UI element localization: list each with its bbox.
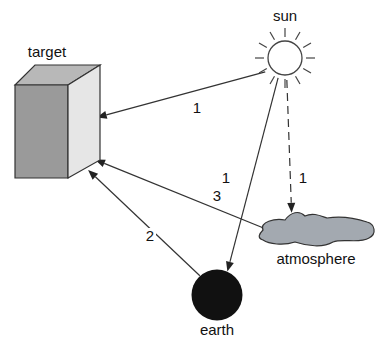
sun-node: sun bbox=[262, 35, 308, 81]
atmosphere-cloud bbox=[255, 208, 377, 248]
path-number: 2 bbox=[144, 228, 156, 244]
sun-ray bbox=[303, 69, 311, 74]
connector-line bbox=[287, 80, 291, 203]
arrow-head bbox=[226, 261, 234, 272]
arrow-head bbox=[88, 170, 98, 180]
target-node: target bbox=[15, 65, 101, 179]
connector-line bbox=[104, 163, 268, 230]
connector-line bbox=[106, 72, 265, 115]
cloud-outline bbox=[259, 213, 374, 246]
node-label: atmosphere bbox=[276, 251, 355, 267]
sun-symbol bbox=[262, 35, 308, 81]
node-label: sun bbox=[273, 8, 297, 24]
arrow-head bbox=[287, 203, 295, 213]
sun-ray bbox=[303, 43, 311, 48]
sun-disc bbox=[268, 41, 302, 75]
node-label: target bbox=[28, 44, 66, 60]
path-number: 3 bbox=[211, 188, 223, 204]
connector-line bbox=[95, 177, 199, 276]
earth-disc bbox=[192, 270, 243, 321]
node-label: earth bbox=[200, 322, 234, 338]
radiation-arrow bbox=[97, 72, 266, 119]
sun-ray bbox=[296, 76, 301, 84]
sun-ray bbox=[284, 79, 285, 88]
path-number: 1 bbox=[191, 100, 203, 116]
path-number: 1 bbox=[220, 170, 232, 186]
earth-symbol bbox=[191, 269, 243, 321]
radiation-arrow bbox=[88, 170, 200, 276]
radiation-arrow bbox=[95, 160, 268, 230]
sun-ray bbox=[259, 69, 267, 74]
box-side bbox=[68, 65, 100, 178]
sun-ray bbox=[270, 32, 275, 40]
path-number: 1 bbox=[297, 170, 309, 186]
sun-ray bbox=[284, 28, 285, 37]
sun-ray bbox=[306, 57, 315, 58]
target-box bbox=[15, 65, 101, 179]
radiation-arrow bbox=[287, 80, 295, 213]
sun-ray bbox=[259, 43, 267, 48]
sun-ray bbox=[270, 76, 275, 84]
sun-ray bbox=[255, 57, 264, 58]
box-front bbox=[15, 85, 68, 178]
atmosphere-node: atmosphere bbox=[255, 208, 377, 248]
sun-ray bbox=[296, 32, 301, 40]
earth-node: earth bbox=[191, 269, 243, 321]
